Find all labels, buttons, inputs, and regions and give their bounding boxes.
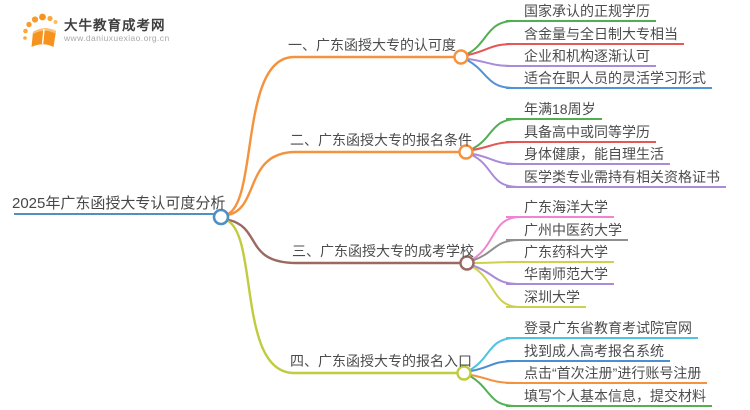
branch-3-leaf-3: 广东药科大学 [506, 243, 614, 263]
branch-4-leaf-1: 登录广东省教育考试院官网 [506, 319, 698, 339]
logo-url: www.daniuxuexiao.org.cn [64, 33, 170, 43]
branch-1-node: 一、广东函授大专的认可度 [288, 37, 456, 53]
branch-3-node: 三、广东函授大专的成考学校 [292, 243, 474, 259]
branch-4-node: 四、广东函授大专的报名入口 [290, 353, 472, 369]
branch-2-node: 二、广东函授大专的报名条件 [290, 132, 472, 148]
branch-4-leaf-4: 填写个人基本信息，提交材料 [506, 387, 712, 407]
node-circle-branch-2 [458, 144, 474, 160]
branch-2-leaf-4: 医学类专业需持有相关资格证书 [506, 168, 726, 188]
branch-2-leaf-3: 身体健康，能自理生活 [506, 145, 670, 165]
branch-4-leaf-3: 点击“首次注册”进行账号注册 [506, 364, 708, 384]
connector-root-branch-2 [226, 150, 462, 217]
logo-title: 大牛教育成考网 [64, 18, 166, 33]
site-logo: 大牛教育成考网 www.daniuxuexiao.org.cn [20, 10, 240, 56]
branch-3-leaf-5: 深圳大学 [506, 288, 586, 308]
branch-1-leaf-1: 国家承认的正规学历 [506, 2, 656, 22]
branch-1-leaf-2: 含金量与全日制大专相当 [506, 25, 684, 45]
branch-3-leaf-2: 广州中医药大学 [506, 221, 628, 241]
branch-3-leaf-4: 华南师范大学 [506, 265, 614, 285]
connector-root-branch-4 [226, 219, 460, 375]
branch-1-leaf-3: 企业和机构逐渐认可 [506, 47, 656, 67]
root-node: 2025年广东函授大专认可度分析 [12, 195, 226, 212]
node-circle-branch-3 [459, 255, 475, 271]
node-circle-branch-4 [456, 365, 472, 381]
branch-2-leaf-1: 年满18周岁 [506, 100, 602, 120]
branch-4-leaf-2: 找到成人高考报名系统 [506, 342, 670, 362]
node-circle-branch-1 [453, 49, 469, 65]
branch-1-leaf-4: 适合在职人员的灵活学习形式 [506, 69, 712, 89]
logo-book-icon [23, 13, 58, 47]
connector-root-branch-1 [226, 55, 457, 216]
connector-root-branch-3 [227, 218, 463, 265]
branch-2-leaf-2: 具备高中或同等学历 [506, 123, 656, 143]
node-circle-root [212, 208, 230, 226]
branch-3-leaf-1: 广东海洋大学 [506, 198, 614, 218]
